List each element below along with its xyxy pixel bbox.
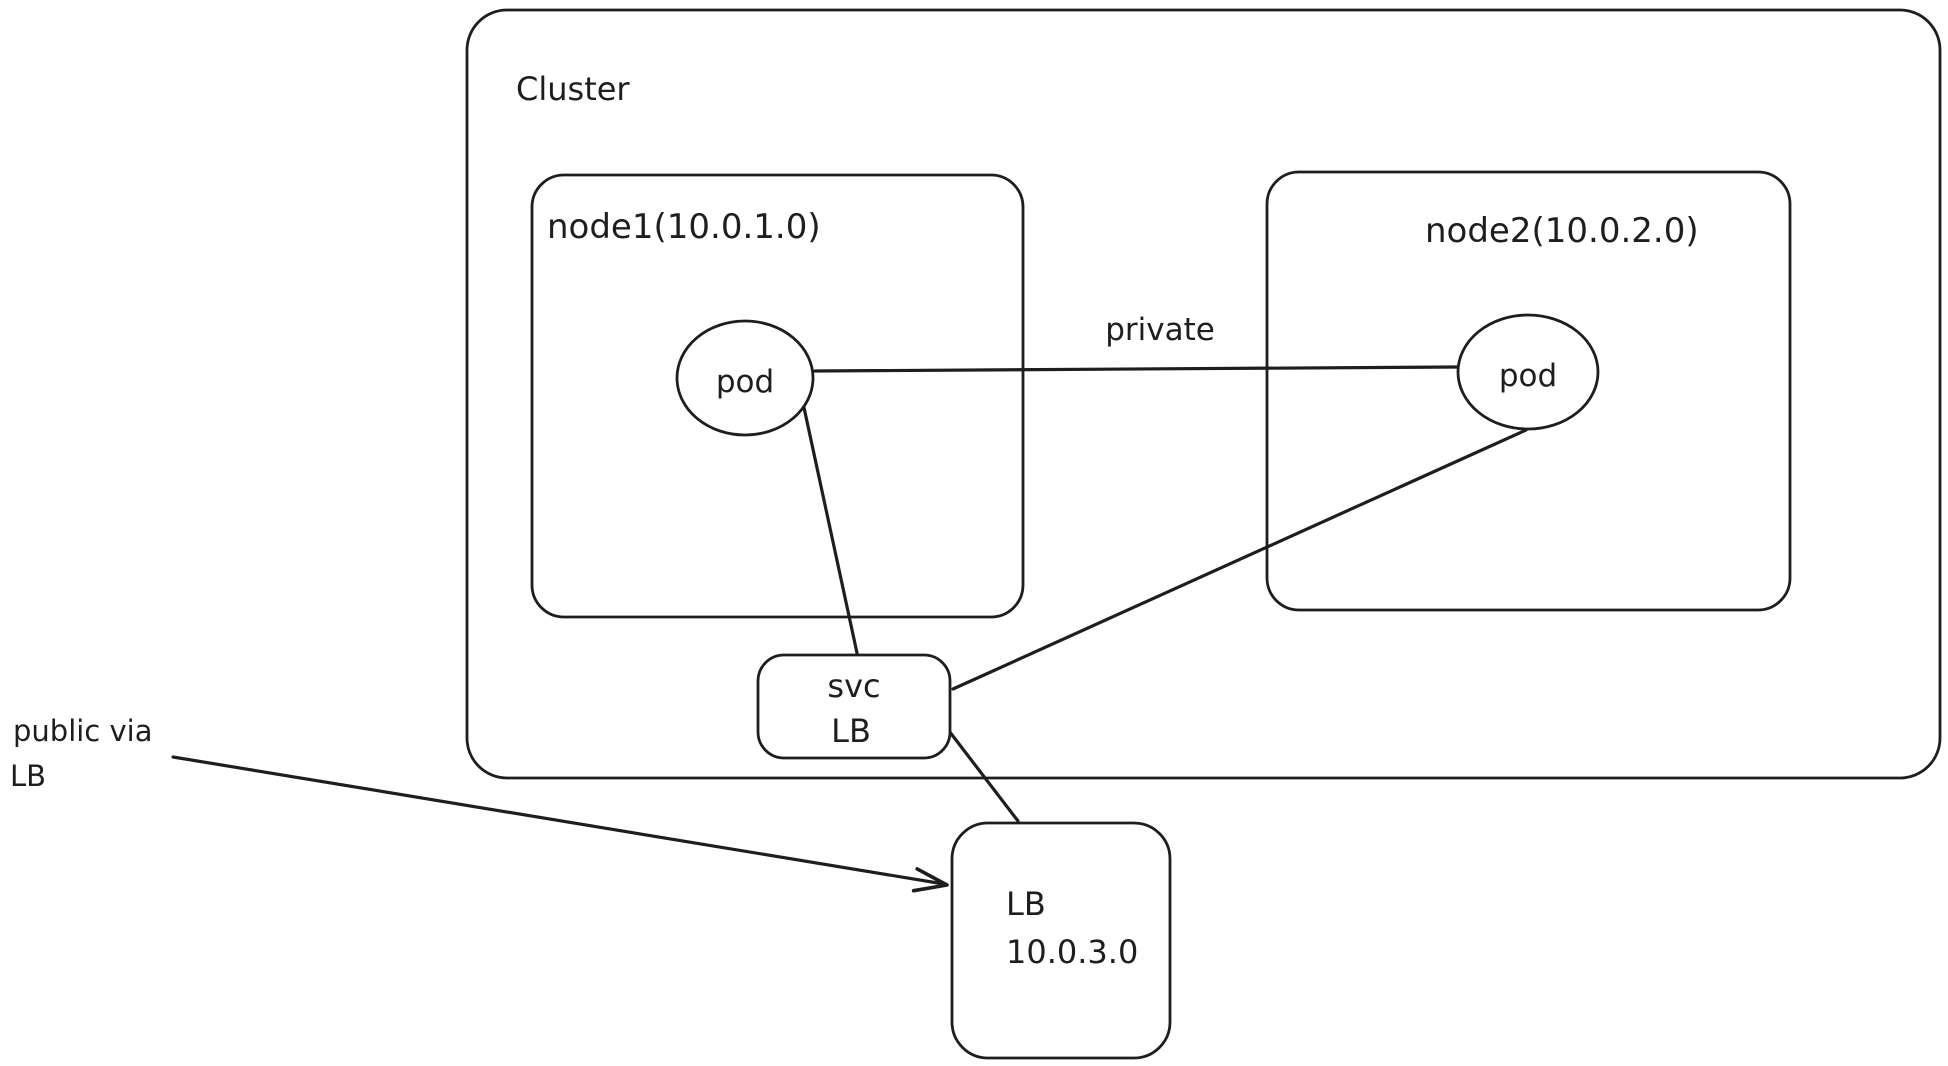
private-connection-line: [813, 365, 1459, 373]
public-note-line1: public via: [13, 714, 152, 748]
svc-to-lb-line: [944, 725, 1020, 823]
pod1-to-svc-line: [801, 401, 859, 655]
node2-box: [1265, 170, 1792, 612]
node2-label: node2(10.0.2.0): [1425, 211, 1699, 251]
load-balancer-label-line1: LB: [1006, 885, 1046, 923]
public-note-line2: LB: [10, 759, 46, 793]
service-label-line2: LB: [831, 712, 871, 750]
public-arrow-line: [171, 755, 946, 886]
pod1-label: pod: [716, 364, 774, 400]
node1-label: node1(10.0.1.0): [547, 207, 821, 247]
pod1-ellipse: [675, 319, 815, 437]
node1-box: [530, 173, 1025, 619]
pod2-label: pod: [1499, 358, 1557, 394]
pod2-to-svc-line: [951, 428, 1528, 691]
public-arrowhead-icon: [911, 867, 949, 893]
load-balancer-box: [950, 821, 1172, 1060]
private-connection-label: private: [1105, 312, 1215, 348]
cluster-label: Cluster: [516, 70, 630, 108]
pod2-ellipse: [1456, 313, 1600, 431]
cluster-box: [465, 8, 1942, 780]
service-label-line1: svc: [827, 667, 880, 705]
service-box: [756, 653, 952, 760]
load-balancer-label-line2: 10.0.3.0: [1006, 933, 1138, 971]
